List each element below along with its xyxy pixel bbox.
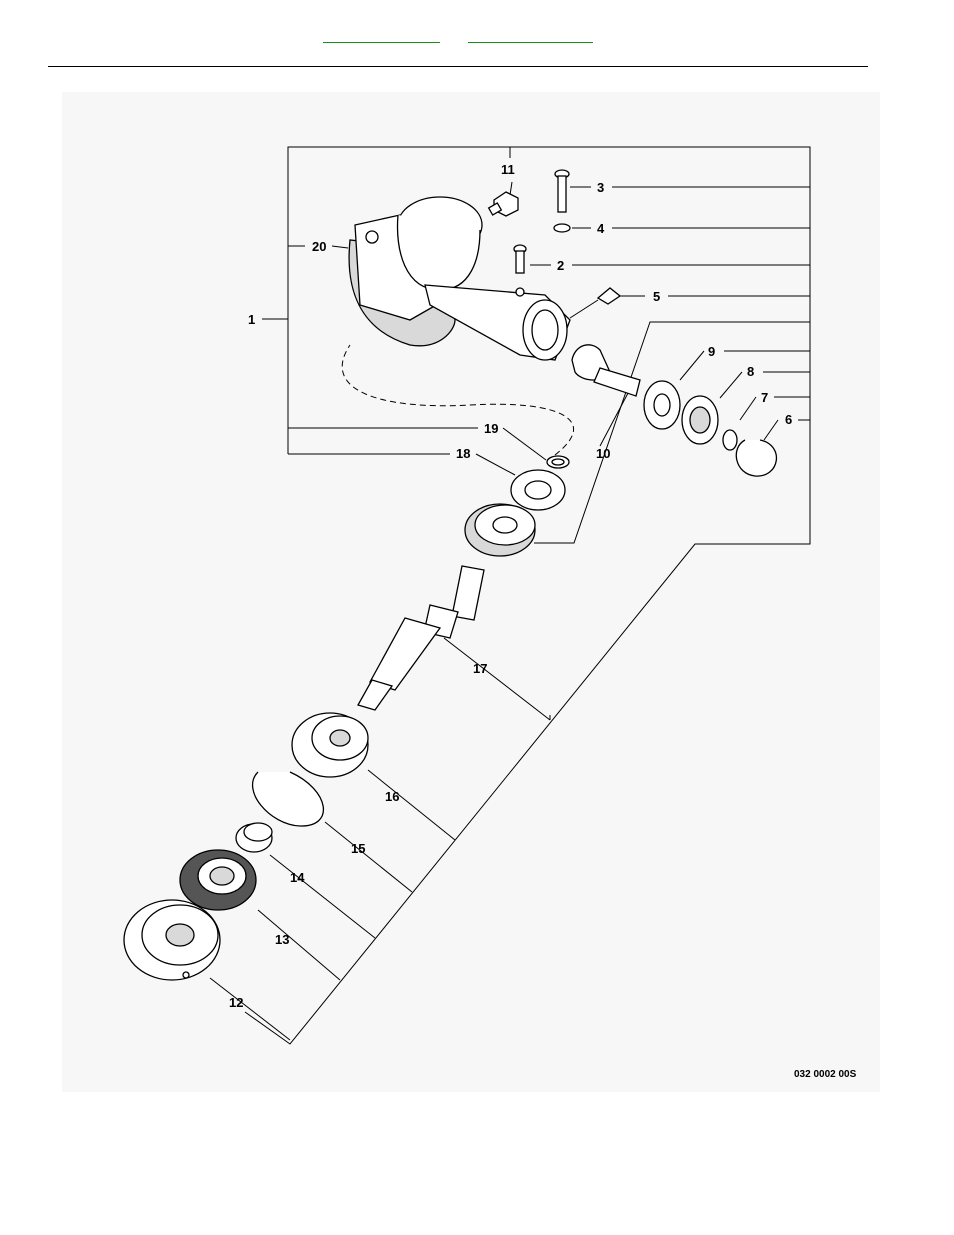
callout-1: 1 [248, 312, 255, 327]
callout-3: 3 [597, 180, 604, 195]
callout-17: 17 [473, 661, 487, 676]
bearing-18 [510, 469, 566, 511]
cover-12 [123, 899, 221, 981]
leader-lines [209, 146, 811, 1045]
callout-5: 5 [653, 289, 660, 304]
washer-4 [553, 223, 571, 233]
screw-11 [487, 191, 519, 217]
callout-18: 18 [456, 446, 470, 461]
ring-14 [235, 822, 273, 853]
callout-4: 4 [597, 221, 605, 236]
bearing-16 [291, 712, 369, 778]
callout-20: 20 [312, 239, 326, 254]
plate-5 [596, 287, 622, 305]
callout-15: 15 [351, 841, 365, 856]
callout-2: 2 [557, 258, 564, 273]
screw-2 [513, 244, 527, 274]
header-link-2[interactable] [468, 30, 593, 43]
output-shaft-17 [357, 565, 485, 711]
header-divider [48, 66, 868, 67]
figure-code: 032 0002 00S [794, 1069, 857, 1080]
callout-10: 10 [596, 446, 610, 461]
circlip-15 [252, 771, 325, 827]
seal-13 [179, 849, 257, 911]
circlip-6 [735, 439, 777, 477]
callout-16: 16 [385, 789, 399, 804]
callout-13: 13 [275, 932, 289, 947]
screw-3 [554, 169, 570, 213]
bearing-9 [643, 380, 681, 430]
callout-11: 11 [501, 162, 515, 177]
callout-6: 6 [785, 412, 792, 427]
callout-12: 12 [229, 995, 243, 1010]
callout-8: 8 [747, 364, 754, 379]
bearing-8 [681, 395, 719, 445]
callout-7: 7 [761, 390, 768, 405]
header-link-1[interactable] [323, 30, 440, 43]
washer-19 [546, 455, 570, 469]
callout-labels: 1 2 3 4 5 6 7 8 9 10 11 12 13 14 15 16 1… [229, 162, 857, 1080]
gear-housing [348, 196, 571, 361]
callout-14: 14 [290, 870, 305, 885]
callout-9: 9 [708, 344, 715, 359]
bevel-gear [464, 503, 536, 557]
pinion-gear-10 [571, 344, 641, 397]
callout-19: 19 [484, 421, 498, 436]
ring-7 [722, 429, 738, 451]
